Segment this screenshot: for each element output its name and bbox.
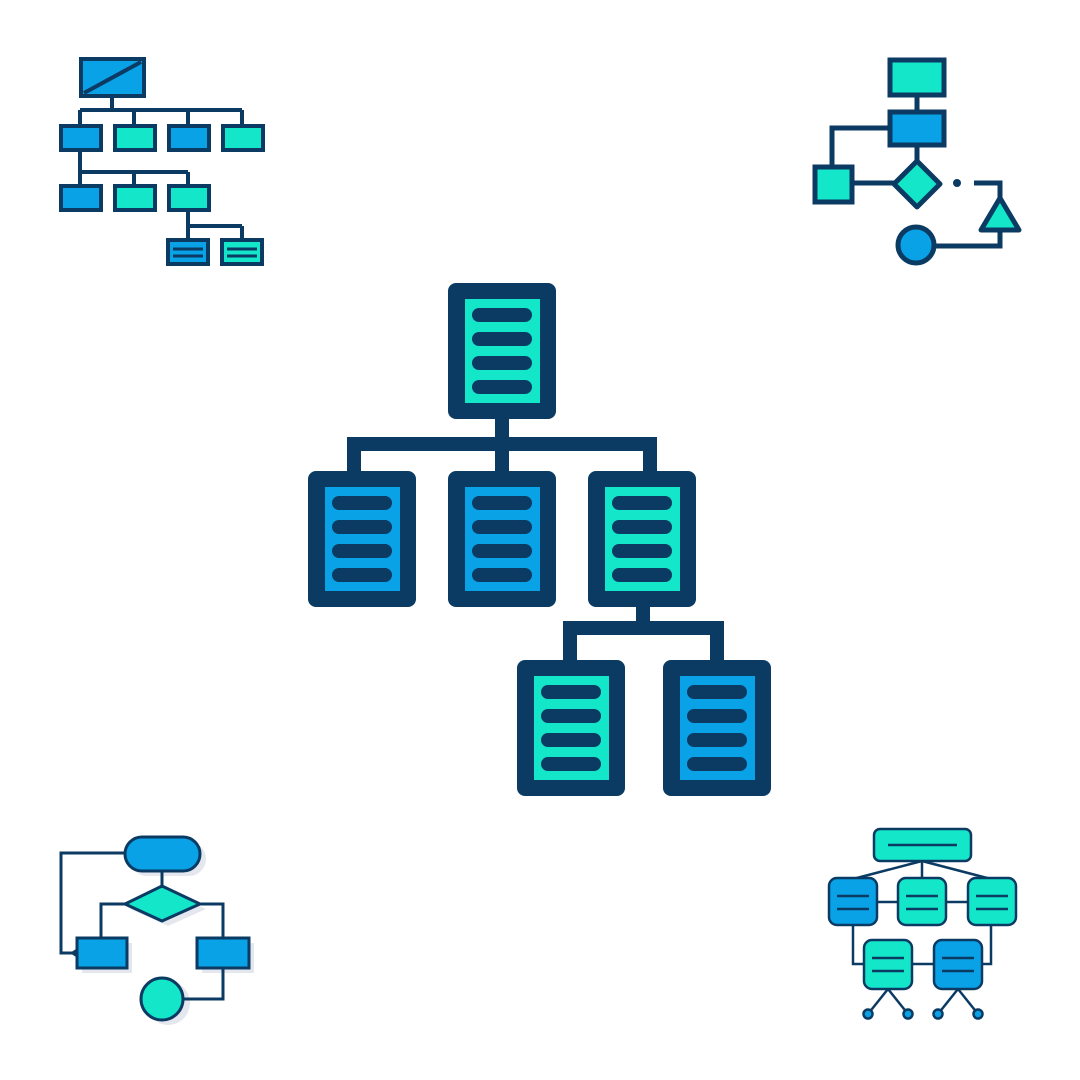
server-mid-left xyxy=(308,471,416,607)
decision-flowchart-icon xyxy=(59,835,254,1025)
flowchart-icon xyxy=(812,57,1022,266)
server-mid-right xyxy=(588,471,696,607)
server-bottom-right xyxy=(663,660,771,796)
server-top xyxy=(448,283,556,419)
org-chart-icon xyxy=(59,57,265,266)
server-mid-center xyxy=(448,471,556,607)
tree-diagram-icon xyxy=(827,827,1018,1020)
server-hierarchy-icon xyxy=(308,283,771,796)
connector-lines xyxy=(347,418,724,662)
server-bottom-left xyxy=(517,660,625,796)
